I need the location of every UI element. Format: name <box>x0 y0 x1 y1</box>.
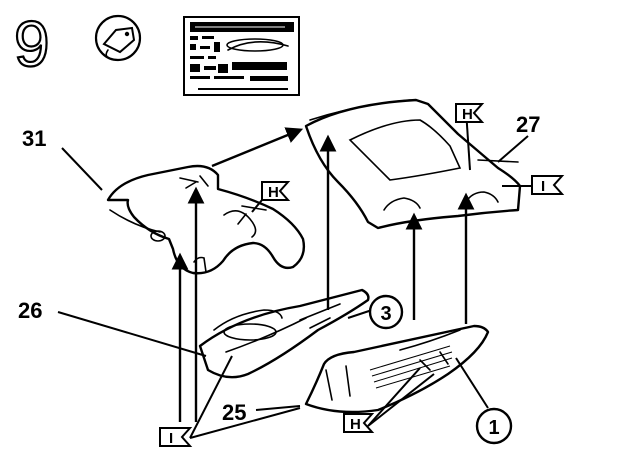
part-26-body-side <box>198 288 370 379</box>
svg-text:H: H <box>268 184 279 201</box>
label-part-25: 25 <box>222 400 246 425</box>
svg-text:H: H <box>350 416 361 433</box>
flag-h-left-part: H <box>261 181 291 201</box>
svg-text:9: 9 <box>14 8 50 80</box>
label-part-27: 27 <box>516 112 540 137</box>
label-part-31: 31 <box>22 126 46 151</box>
callout-1: 1 <box>475 407 513 445</box>
svg-text:3: 3 <box>380 303 391 325</box>
part-31-roof-panel <box>106 164 306 275</box>
svg-text:H: H <box>462 106 473 123</box>
flag-i-right: I <box>531 175 565 195</box>
label-part-26: 26 <box>18 298 42 323</box>
assembly-arrows <box>171 127 475 422</box>
flag-h-bottom: H <box>343 413 375 433</box>
svg-text:I: I <box>541 178 545 195</box>
flag-h-upper-right: H <box>455 103 485 123</box>
decal-tag-icon <box>94 14 142 62</box>
leader-lines <box>57 109 534 439</box>
flag-i-bottom-left: I <box>159 427 193 447</box>
svg-text:I: I <box>169 430 173 447</box>
part-27-upper-cab <box>304 98 522 230</box>
svg-text:1: 1 <box>488 417 499 439</box>
part-25-chassis <box>304 324 490 414</box>
decal-sheet-icon <box>183 16 300 96</box>
step-number: 9 <box>13 7 51 81</box>
callout-3: 3 <box>368 294 404 330</box>
